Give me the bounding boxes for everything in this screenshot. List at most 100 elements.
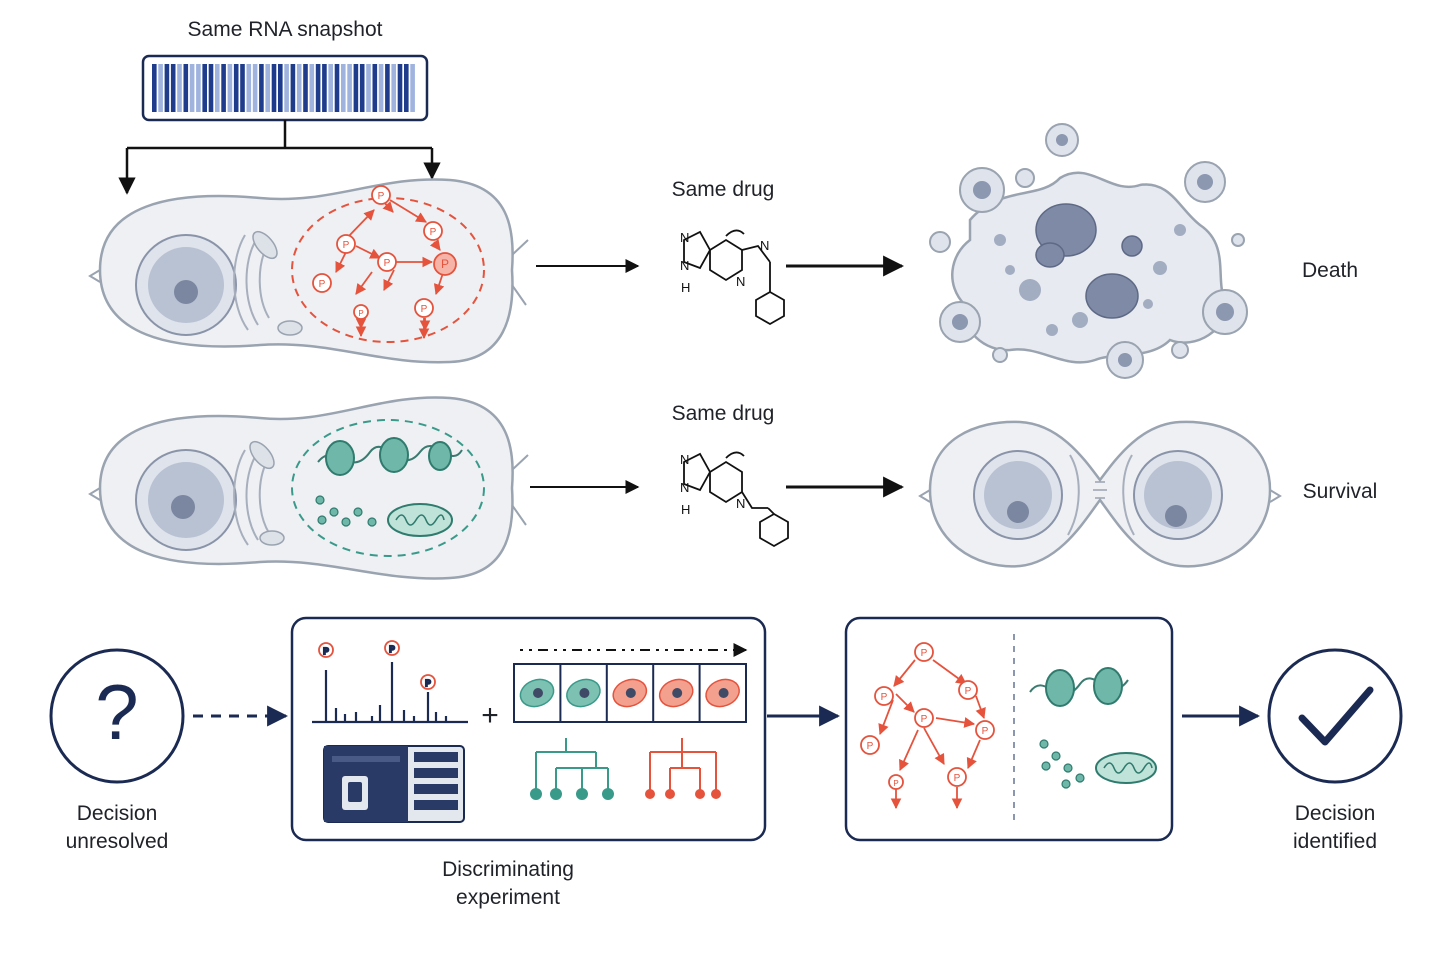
phospho-node xyxy=(914,708,934,728)
barcode-bar xyxy=(334,64,340,112)
barcode-bar xyxy=(221,64,226,112)
barcode-bar xyxy=(391,64,396,112)
atom-label: N xyxy=(680,452,689,467)
outcome-death-label: Death xyxy=(1301,259,1359,282)
network-edge xyxy=(893,659,916,687)
network-edge xyxy=(383,269,395,291)
phospho-label: P xyxy=(384,258,391,269)
phospho-label: P xyxy=(954,773,961,784)
barcode-bar xyxy=(202,64,207,112)
barcode-bar xyxy=(347,64,352,112)
mass-spec-instrument-icon xyxy=(323,745,465,823)
question-icon xyxy=(49,648,185,784)
barcode-bar xyxy=(410,64,415,112)
barcode-bar xyxy=(170,64,176,112)
question-mark: ? xyxy=(95,668,139,756)
drug-label-bottom: Same drug xyxy=(671,402,775,425)
network-edge xyxy=(923,727,945,765)
barcode-bars xyxy=(152,64,415,112)
barcode-bar xyxy=(240,64,245,112)
lineage-tree-icon xyxy=(530,738,721,800)
phospho-label: P xyxy=(893,779,898,788)
barcode-bar xyxy=(271,64,277,112)
network-edge xyxy=(355,245,381,259)
barcode-bar xyxy=(290,64,296,112)
phospho-node xyxy=(423,221,443,241)
nucleosome-icon xyxy=(317,437,463,476)
barcode-bar xyxy=(397,64,403,112)
decision-identified-line1: Decision xyxy=(1294,802,1376,825)
barcode-bar xyxy=(189,64,195,112)
network-edge xyxy=(966,739,981,769)
barcode-bar xyxy=(152,64,157,112)
barcode-bar xyxy=(215,64,220,112)
cell-chromatin-state xyxy=(88,396,529,580)
barcode-bar xyxy=(378,64,384,112)
phospho-node xyxy=(336,234,356,254)
barcode-bar xyxy=(158,64,163,112)
phospho-label: P xyxy=(867,741,874,752)
barcode-bar xyxy=(196,64,201,112)
network-edge xyxy=(389,199,427,223)
phospho-label: P xyxy=(323,647,328,656)
network-edge xyxy=(935,717,976,728)
phospho-label: P xyxy=(421,304,428,315)
dividing-cell xyxy=(918,420,1282,568)
barcode-bar xyxy=(341,64,346,112)
barcode-bar xyxy=(322,64,327,112)
barcode-bar xyxy=(404,64,409,112)
barcode-bar xyxy=(252,64,258,112)
phospho-label: P xyxy=(921,714,928,725)
phospho-node xyxy=(353,304,369,320)
barcode-bar xyxy=(259,64,264,112)
barcode-bar xyxy=(303,64,308,112)
barcode-bar xyxy=(372,64,378,112)
phospho-node xyxy=(377,252,397,272)
network-edge xyxy=(878,699,894,736)
outcome-survival-label: Survival xyxy=(1302,480,1378,503)
network-edge xyxy=(346,209,375,239)
barcode-bar xyxy=(366,64,371,112)
phospho-node xyxy=(860,735,880,755)
barcode-bar xyxy=(278,64,283,112)
rna-snapshot-label: Same RNA snapshot xyxy=(187,18,383,41)
atom-label: N xyxy=(680,258,689,273)
phospho-label: P xyxy=(343,240,350,251)
barcode-branch-arrows xyxy=(118,120,441,195)
phospho-node xyxy=(975,720,995,740)
nucleosome-icon xyxy=(1029,667,1129,707)
atom-label: N xyxy=(736,496,745,511)
experiment-label-line1: Discriminating xyxy=(442,858,574,881)
barcode-bar xyxy=(183,64,189,112)
barcode-bar xyxy=(385,64,390,112)
mitochondrion-icon xyxy=(1095,752,1157,784)
phospho-label: P xyxy=(319,279,326,290)
phospho-node xyxy=(371,185,391,205)
plus-sign: + xyxy=(481,699,499,732)
phospho-label: P xyxy=(425,679,430,688)
network-edge xyxy=(429,238,441,251)
network-edge xyxy=(932,659,967,685)
atom-label: N xyxy=(680,480,689,495)
drug-label-top: Same drug xyxy=(671,178,775,201)
decision-unresolved-line1: Decision xyxy=(76,802,158,825)
barcode-bar xyxy=(164,64,170,112)
metabolite-dots xyxy=(315,495,377,527)
phospho-label: P xyxy=(881,692,888,703)
barcode-bar xyxy=(309,64,315,112)
phospho-node xyxy=(874,686,894,706)
network-edge xyxy=(899,729,919,771)
phospho-node xyxy=(914,642,934,662)
atom-label: N xyxy=(760,238,769,253)
barcode-bar xyxy=(296,64,302,112)
apoptotic-cell xyxy=(929,123,1248,379)
network-edge xyxy=(895,693,915,713)
phospho-node xyxy=(958,680,978,700)
phospho-node xyxy=(420,674,436,690)
atom-label: N xyxy=(736,274,745,289)
phospho-label: P xyxy=(921,648,928,659)
